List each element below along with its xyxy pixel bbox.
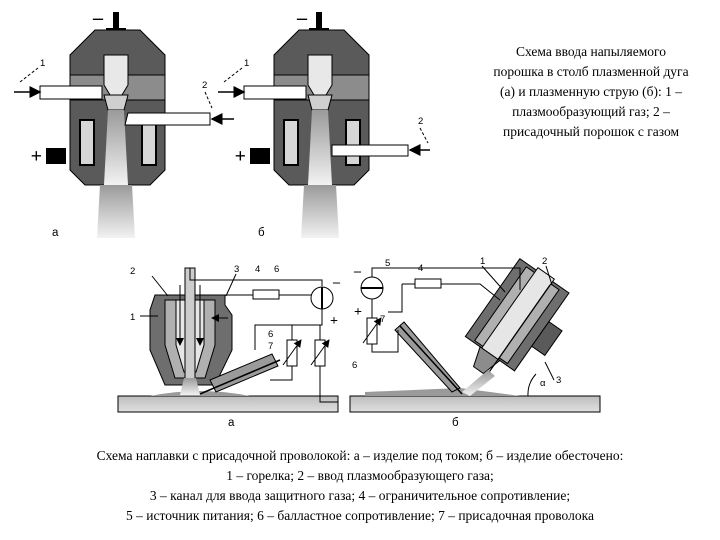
minus-sign-top-a: –: [92, 7, 104, 29]
label-6-bottom-b: 6: [352, 360, 357, 371]
label-5-bottom-b: 5: [385, 258, 390, 269]
label-2-top-a: 2: [202, 80, 207, 91]
plus-sign-bottom-a: +: [330, 314, 338, 329]
plus-sign-bottom-b: +: [354, 305, 362, 320]
top-caption-line: присадочный порошок с газом: [502, 124, 680, 139]
label-4-bottom-b: 4: [418, 263, 423, 274]
scheme-bottom-a: 2 1 3 4 6 – + 6 7 а: [117, 264, 341, 429]
plus-sign-top-b: +: [235, 146, 246, 168]
label-1-bottom-b: 1: [480, 256, 485, 267]
label-1-bottom-a: 1: [130, 312, 135, 323]
label-6-bottom-a: 6: [268, 329, 273, 340]
plus-sign-top-a: +: [31, 146, 42, 168]
label-7-bottom-b: 7: [380, 314, 385, 325]
label-2-top-b: 2: [418, 116, 423, 127]
bottom-caption-line: Схема наплавки с присадочной проволокой:…: [96, 448, 624, 463]
label-4-bottom-a: 4: [255, 264, 260, 275]
top-caption-line: порошка в столб плазменной дуга: [493, 64, 689, 79]
top-caption-line: (а) и плазменную струю (б): 1 –: [500, 84, 682, 99]
bottom-caption-line: 1 – горелка; 2 – ввод плазмообразующего …: [226, 468, 494, 483]
minus-sign-bottom-a: –: [332, 275, 341, 290]
label-6-top-bottom-a: 6: [274, 264, 279, 275]
label-3-bottom-a: 3: [234, 264, 239, 275]
torch-top-b: + – 1 2 б: [218, 7, 430, 239]
sub-label-top-b: б: [258, 227, 265, 239]
bottom-caption-line: 5 – источник питания; 6 – балластное соп…: [126, 508, 594, 523]
label-1-top-a: 1: [40, 58, 45, 69]
top-caption: Схема ввода напыляемого порошка в столб …: [472, 42, 710, 142]
scheme-bottom-b: 1 2 3 α 5 – + 4 7 6 б: [349, 256, 601, 429]
minus-sign-bottom-b: –: [353, 264, 362, 279]
label-7-bottom-a: 7: [268, 341, 273, 352]
top-caption-line: плазмообразующий газ; 2 –: [512, 104, 670, 119]
alpha-label-bottom-b: α: [540, 378, 546, 389]
sub-label-bottom-b: б: [452, 417, 459, 429]
bottom-caption: Схема наплавки с присадочной проволокой:…: [30, 446, 690, 526]
label-1-top-b: 1: [244, 58, 249, 69]
bottom-caption-line: 3 – канал для ввода защитного газа; 4 – …: [149, 488, 571, 503]
minus-sign-top-b: –: [296, 7, 308, 29]
label-3-bottom-b: 3: [556, 375, 561, 386]
top-caption-line: Схема ввода напыляемого: [516, 44, 666, 59]
torch-top-a: + – 1 2 а: [14, 7, 234, 239]
sub-label-top-a: а: [52, 227, 59, 239]
label-2-bottom-b: 2: [542, 256, 547, 267]
label-2-bottom-a: 2: [130, 266, 135, 277]
sub-label-bottom-a: а: [228, 417, 235, 429]
